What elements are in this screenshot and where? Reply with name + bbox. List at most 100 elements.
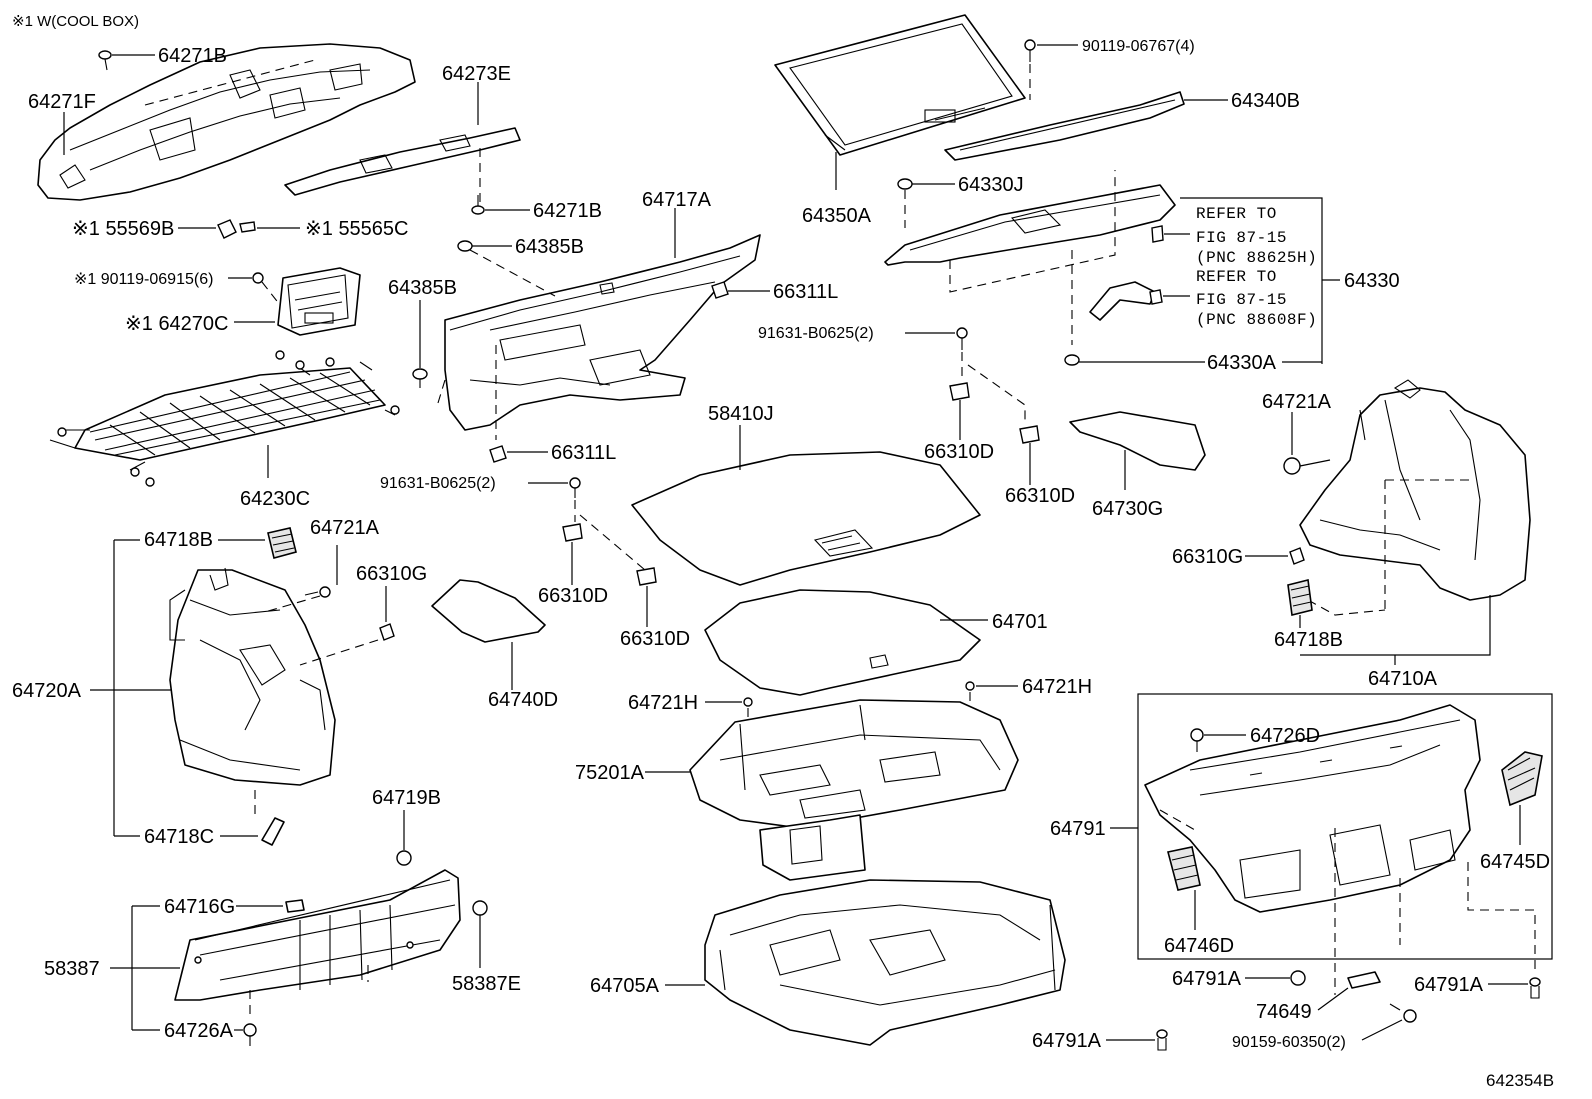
label-64720A: 64720A (12, 680, 82, 702)
label-90119-06767: 90119-06767(4) (1082, 38, 1195, 55)
part-64720A-quarter-trim (169, 567, 336, 786)
part-64270C-coolbox (277, 267, 361, 336)
label-64271B-top: 64271B (158, 45, 227, 67)
label-64719B: 64719B (372, 787, 441, 809)
clip-64726D (1190, 728, 1204, 752)
label-66310D-d: 66310D (1005, 485, 1075, 507)
label-64385B-a: 64385B (515, 236, 584, 258)
clip-64330A (1064, 354, 1080, 366)
clip-66310D-c (949, 382, 970, 401)
label-64726D: 64726D (1250, 725, 1320, 747)
clip-66311L-a (711, 281, 729, 299)
ref1-line1: REFER TO (1196, 205, 1277, 223)
label-64701: 64701 (992, 611, 1048, 633)
label-64791: 64791 (1050, 818, 1106, 840)
part-64350A-frame (774, 14, 1026, 156)
label-64791A-b: 64791A (1414, 974, 1484, 996)
clip-64721H-b (965, 681, 975, 691)
screw-91631-b (956, 327, 968, 350)
part-64745D-vent (1501, 751, 1543, 807)
clip-64719B (396, 850, 412, 866)
label-66310D-c: 66310D (924, 441, 994, 463)
label-58387: 58387 (44, 958, 100, 980)
label-66310D-b: 66310D (620, 628, 690, 650)
clip-64271B-top (98, 50, 112, 71)
label-64716G: 64716G (164, 896, 235, 918)
part-55569B (217, 219, 237, 239)
clip-64791A-a (1290, 970, 1306, 986)
clip-66310D-b (636, 567, 657, 586)
label-64271B-mid: 64271B (533, 200, 602, 222)
ref1-line2: FIG 87-15 (1196, 229, 1287, 247)
label-64721H-b: 64721H (1022, 676, 1092, 698)
label-66310G-right: 66310G (1172, 546, 1243, 568)
ref2-line2: FIG 87-15 (1196, 291, 1287, 309)
cool-box-note: ※1 W(COOL BOX) (12, 13, 139, 30)
label-64718B-right: 64718B (1274, 629, 1343, 651)
clip-66310G-left (379, 623, 395, 641)
label-66310D-a: 66310D (538, 585, 608, 607)
label-64721A-left: 64721A (310, 517, 380, 539)
label-64385B-b: 64385B (388, 277, 457, 299)
part-55565C (239, 221, 256, 233)
clip-64721A-left (304, 586, 331, 598)
part-64705A-foam-tray (704, 879, 1066, 1046)
label-64717A: 64717A (642, 189, 712, 211)
label-64330: 64330 (1344, 270, 1400, 292)
part-64791-back-trim (1144, 704, 1481, 913)
clip-64330J (897, 178, 913, 190)
part-64230C-cargo-net (49, 350, 400, 487)
part-64730G (1069, 411, 1206, 471)
label-64721A-right: 64721A (1262, 391, 1332, 413)
clip-64385B-a (457, 240, 473, 252)
part-64273E-strip (284, 127, 521, 196)
ref1-line3: (PNC 88625H) (1196, 249, 1317, 267)
part-64746D-vent (1167, 846, 1201, 891)
label-58387E: 58387E (452, 973, 521, 995)
label-64340B: 64340B (1231, 90, 1300, 112)
clip-58387E (472, 900, 488, 916)
screw-90159-60350 (1389, 1003, 1417, 1023)
part-64330-package-tray (884, 184, 1176, 266)
clip-88625H (1151, 225, 1164, 243)
label-64705A: 64705A (590, 975, 660, 997)
clip-64721A-right (1283, 457, 1301, 475)
screw-90119-06767 (1024, 39, 1036, 62)
part-64710A-right-quarter (1299, 379, 1531, 601)
part-64740D (431, 579, 546, 643)
clip-66310D-a (562, 523, 583, 542)
part-64718C (261, 817, 285, 846)
clip-64385B-b (412, 368, 428, 388)
part-64271F-panel (37, 43, 416, 201)
group-box-64791 (1137, 693, 1553, 960)
part-58387-scuff-plate (174, 869, 461, 1001)
label-64718C: 64718C (144, 826, 214, 848)
part-88608F-lamp (1089, 281, 1163, 321)
label-64721H-a: 64721H (628, 692, 698, 714)
label-64350A: 64350A (802, 205, 872, 227)
label-64330J: 64330J (958, 174, 1024, 196)
label-64270C: ※1 64270C (125, 313, 229, 335)
part-64701-floor-mat (704, 589, 981, 696)
ref2-line3: (PNC 88608F) (1196, 311, 1317, 329)
diagram-code: 642354B (1486, 1071, 1554, 1090)
label-90159-60350: 90159-60350(2) (1232, 1034, 1346, 1051)
label-66311L-b: 66311L (551, 442, 616, 464)
label-55569B: ※1 55569B (72, 218, 174, 240)
clip-64271B-mid (471, 195, 485, 215)
label-55565C: ※1 55565C (305, 218, 409, 240)
label-64740D: 64740D (488, 689, 558, 711)
clip-66311L-b (489, 445, 507, 463)
clip-64791A-c (1156, 1029, 1168, 1051)
clip-66310D-d (1019, 425, 1040, 444)
clip-64726A (243, 1023, 257, 1046)
label-90119-06915: ※1 90119-06915(6) (74, 271, 213, 288)
screw-91631-a (569, 477, 581, 498)
label-75201A: 75201A (575, 762, 645, 784)
label-66311L-a: 66311L (773, 281, 838, 303)
part-64716G-tab (285, 899, 305, 913)
label-64273E: 64273E (442, 63, 511, 85)
ref2-line1: REFER TO (1196, 268, 1277, 286)
label-91631-b: 91631-B0625(2) (758, 325, 874, 342)
